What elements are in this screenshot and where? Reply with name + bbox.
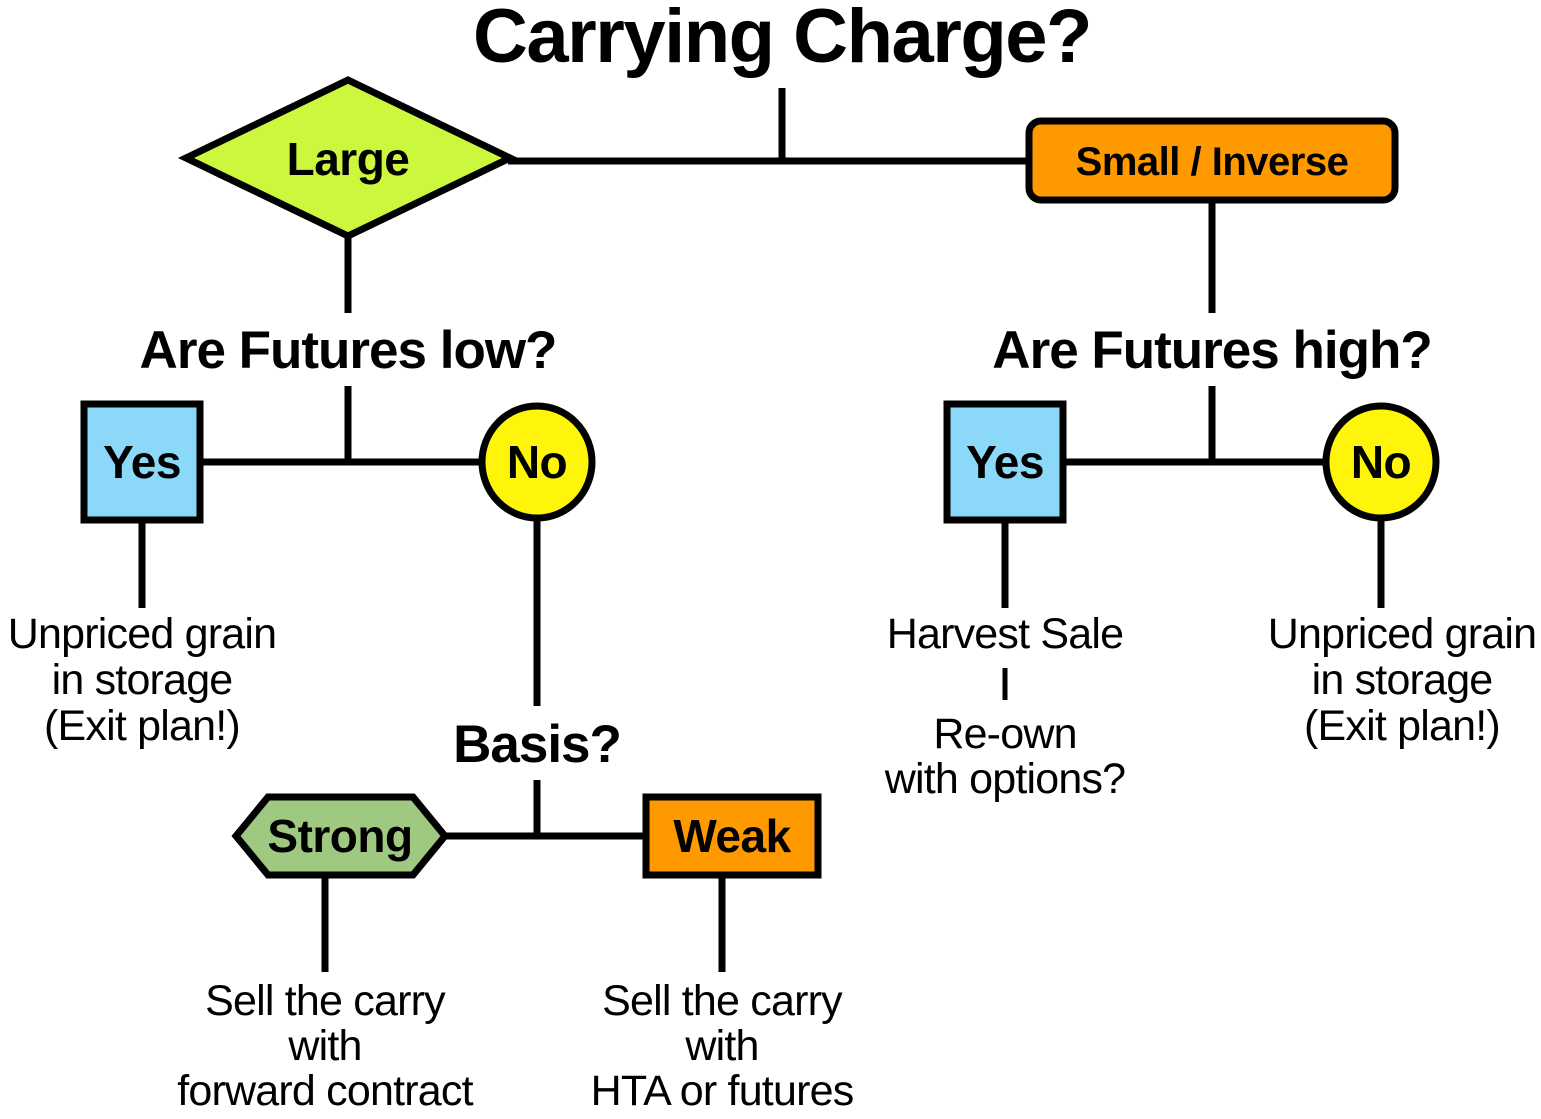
outcome-high-no-line1: Unpriced grain bbox=[1268, 610, 1536, 658]
node-basis-weak-label: Weak bbox=[673, 810, 791, 862]
question-are-futures-high: Are Futures high? bbox=[992, 321, 1431, 380]
outcome-high-no-line3: (Exit plan!) bbox=[1304, 702, 1500, 750]
outcome-reown-line1: Re-own bbox=[933, 710, 1076, 758]
outcome-strong-line2: with bbox=[287, 1022, 361, 1070]
node-basis-weak[interactable] bbox=[642, 793, 822, 879]
node-futures-low-no-label: No bbox=[507, 436, 567, 488]
node-futures-high-yes-label: Yes bbox=[966, 436, 1044, 488]
node-futures-low-yes[interactable] bbox=[80, 400, 204, 524]
node-large-label: Large bbox=[287, 133, 410, 185]
outcome-weak-line2: with bbox=[684, 1022, 758, 1070]
node-futures-high-yes[interactable] bbox=[943, 400, 1067, 524]
question-are-futures-low: Are Futures low? bbox=[140, 321, 557, 380]
outcome-reown-line2: with options? bbox=[884, 755, 1126, 803]
outcome-low-yes-line1: Unpriced grain bbox=[8, 610, 276, 658]
node-basis-strong-label: Strong bbox=[267, 810, 412, 862]
node-futures-high-no-label: No bbox=[1351, 436, 1411, 488]
outcome-strong-line3: forward contract bbox=[177, 1067, 473, 1115]
node-futures-low-yes-label: Yes bbox=[103, 436, 181, 488]
outcome-weak-line1: Sell the carry bbox=[602, 977, 843, 1025]
question-basis: Basis? bbox=[453, 715, 621, 774]
outcome-harvest-sale: Harvest Sale bbox=[887, 610, 1124, 658]
node-basis-strong[interactable] bbox=[231, 793, 450, 879]
outcome-weak-line3: HTA or futures bbox=[591, 1067, 854, 1115]
diagram-title: Carrying Charge? bbox=[473, 0, 1091, 79]
outcome-strong-line1: Sell the carry bbox=[205, 977, 446, 1025]
node-small-inverse-label: Small / Inverse bbox=[1076, 140, 1349, 184]
outcome-high-no-line2: in storage bbox=[1312, 656, 1493, 704]
outcome-low-yes-line3: (Exit plan!) bbox=[44, 702, 240, 750]
outcome-low-yes-line2: in storage bbox=[52, 656, 233, 704]
